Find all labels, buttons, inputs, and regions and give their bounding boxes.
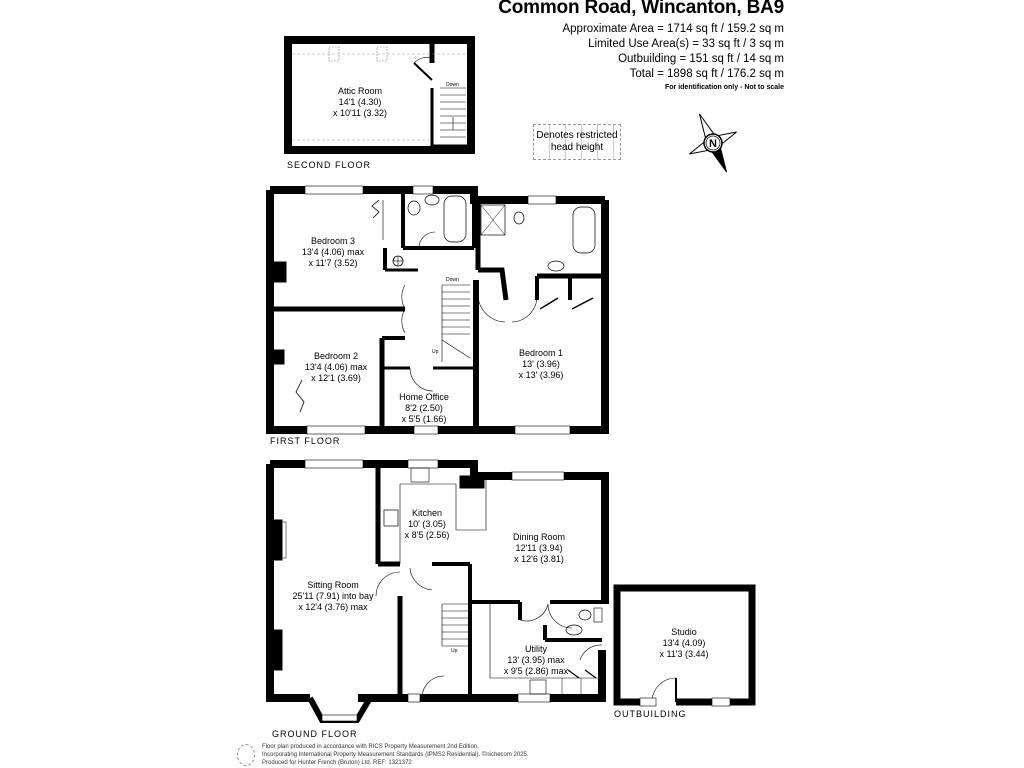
room-dim: x 5'5 (1.66) — [401, 414, 447, 424]
rics-logo-icon — [237, 744, 255, 766]
room-name: Home Office — [399, 392, 449, 402]
room-dim: x 8'5 (2.56) — [404, 530, 450, 540]
scale-note: For identification only - Not to scale — [664, 84, 784, 91]
footer-line: Incorporating International Property Mea… — [262, 752, 529, 758]
north-compass-icon: N — [689, 113, 737, 173]
floor-label-ground: GROUND FLOOR — [272, 729, 358, 739]
room-dim: 13' (3.95) max — [507, 655, 565, 665]
outbuilding-area: Outbuilding = 151 sq ft / 14 sq m — [618, 53, 784, 65]
floor-label-outbuilding: OUTBUILDING — [614, 709, 687, 719]
room-utility: Utility 13' (3.95) max x 9'5 (2.86) max — [504, 644, 568, 677]
first-floor-plan — [266, 185, 609, 435]
room-studio: Studio 13'4 (4.09) x 11'3 (3.44) — [659, 627, 708, 660]
room-sitting-room: Sitting Room 25'11 (7.91) into bay x 12'… — [292, 580, 373, 613]
floor-label-second: SECOND FLOOR — [287, 160, 372, 170]
room-dim: 8'2 (2.50) — [405, 403, 443, 413]
room-name: Bedroom 1 — [518, 348, 564, 358]
approximate-area: Approximate Area = 1714 sq ft / 159.2 sq… — [562, 23, 784, 35]
stairs-down-label: Down — [446, 277, 459, 283]
room-dim: x 13' (3.96) — [518, 370, 564, 380]
room-name: Bedroom 3 — [310, 236, 356, 246]
room-name: Sitting Room — [307, 580, 359, 590]
room-dim: x 11'3 (3.44) — [659, 649, 709, 659]
room-bedroom-3: Bedroom 3 13'4 (4.06) max x 11'7 (3.52) — [302, 236, 364, 269]
room-dim: 13'4 (4.06) max — [301, 247, 365, 257]
room-dim: 25'11 (7.91) into bay — [292, 591, 374, 601]
total-area: Total = 1898 sq ft / 176.2 sq m — [629, 68, 784, 80]
legend-text-2: head height — [550, 142, 604, 153]
stairs-down-label: Down — [446, 82, 459, 88]
room-dim: 14'1 (4.30) — [338, 97, 382, 107]
floor-label-first: FIRST FLOOR — [270, 436, 341, 446]
room-kitchen: Kitchen 10' (3.05) x 8'5 (2.56) — [405, 508, 450, 541]
room-name: Utility — [525, 644, 547, 654]
svg-text:N: N — [709, 138, 717, 150]
area-summary: Approximate Area = 1714 sq ft / 159.2 sq… — [562, 22, 784, 94]
room-name: Studio — [671, 627, 697, 637]
outbuilding-plan — [613, 584, 756, 707]
room-dim: x 12'4 (3.76) max — [298, 602, 368, 612]
footer-line: Produced for Hunter French (Bruton) Ltd.… — [262, 760, 412, 766]
footer-disclaimer: Floor plan produced in accordance with R… — [262, 743, 529, 767]
room-name: Dining Room — [512, 532, 566, 542]
room-name: Bedroom 2 — [313, 351, 359, 361]
room-attic: Attic Room 14'1 (4.30) x 10'11 (3.32) — [333, 86, 387, 119]
room-dim: x 10'11 (3.32) — [332, 108, 388, 118]
footer-line: Floor plan produced in accordance with R… — [262, 744, 479, 750]
restricted-height-legend: Denotes restricted head height — [533, 124, 621, 160]
legend-text-1: Denotes restricted — [536, 130, 618, 141]
limited-use-area: Limited Use Area(s) = 33 sq ft / 3 sq m — [588, 38, 784, 50]
room-bedroom-1: Bedroom 1 13' (3.96) x 13' (3.96) — [519, 348, 564, 381]
room-name: Kitchen — [411, 508, 443, 518]
room-dim: 13'4 (4.06) max — [304, 362, 368, 372]
room-bedroom-2: Bedroom 2 13'4 (4.06) max x 12'1 (3.69) — [305, 351, 367, 384]
room-home-office: Home Office 8'2 (2.50) x 5'5 (1.66) — [399, 392, 449, 425]
room-dining-room: Dining Room 12'11 (3.94) x 12'6 (3.81) — [513, 532, 565, 565]
room-name: Attic Room — [337, 86, 382, 96]
room-dim: 13'4 (4.09) — [662, 638, 706, 648]
room-dim: 13' (3.96) — [522, 359, 560, 369]
room-dim: 10' (3.05) — [408, 519, 446, 529]
second-floor-plan — [284, 36, 475, 154]
property-title: Common Road, Wincanton, BA9 — [498, 0, 784, 18]
room-dim: 12'11 (3.94) — [515, 543, 563, 553]
ground-floor-plan — [266, 459, 609, 723]
stairs-up-label: Up — [451, 648, 458, 654]
room-dim: x 12'1 (3.69) — [311, 373, 361, 383]
stairs-up-label: Up — [432, 349, 439, 355]
room-dim: x 9'5 (2.86) max — [503, 666, 569, 676]
room-dim: x 12'6 (3.81) — [514, 554, 564, 564]
room-dim: x 11'7 (3.52) — [308, 258, 358, 268]
